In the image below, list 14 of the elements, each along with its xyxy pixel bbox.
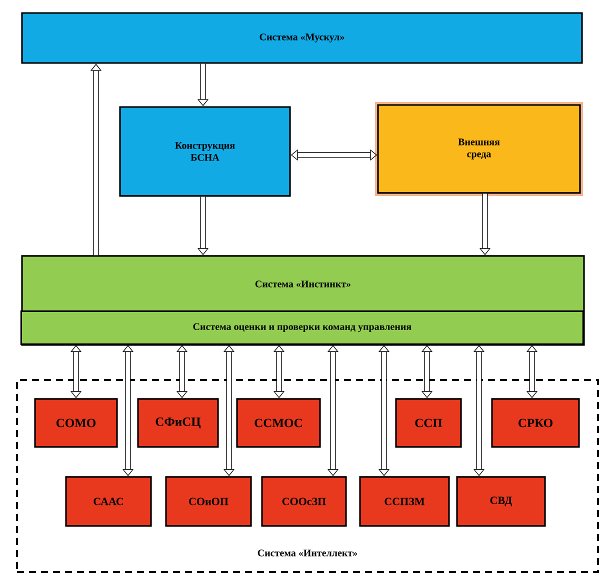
process-box: Конструкция БСНА [119,106,291,197]
module-box: ССПЗМ [359,476,450,527]
system-bar: Система «Мускул» [21,12,583,64]
module-box: СВД [456,476,546,527]
system-band: Система оценки и проверки команд управления [20,310,584,345]
module-box: СФиСЦ [137,398,219,448]
module-box: ССМОС [236,398,321,448]
module-box: СОМО [34,398,118,448]
module-box: ССП [395,398,462,448]
module-box: СОиОП [165,476,252,527]
module-box: СРКО [491,398,580,448]
process-box: Внешняя среда [375,102,583,196]
module-box: СООсЗП [261,476,347,527]
module-box: СААС [65,476,152,527]
